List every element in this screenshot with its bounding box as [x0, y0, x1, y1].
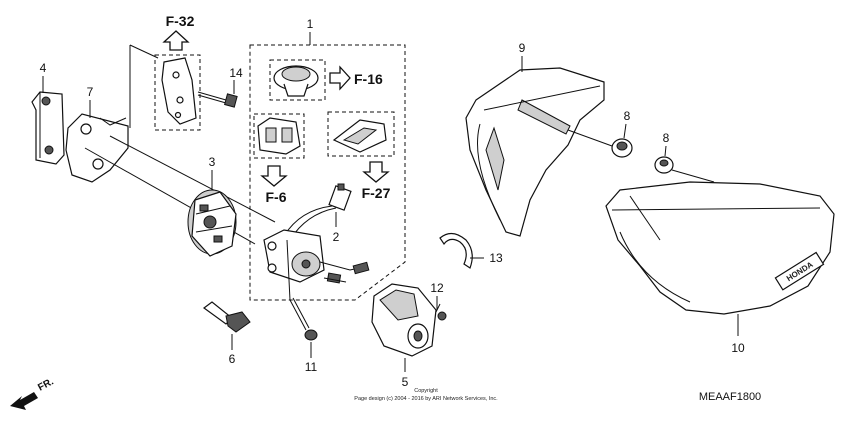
callout-5: 5	[402, 375, 409, 389]
callout-8a: 8	[624, 109, 631, 123]
callout-1: 1	[307, 17, 314, 31]
callout-10: 10	[731, 341, 745, 355]
callout-2: 2	[333, 230, 340, 244]
part-f32-bracket[interactable]	[161, 57, 197, 125]
arrow-up-icon	[162, 30, 190, 51]
arrow-down-icon-f27	[362, 161, 390, 183]
part-1-clip[interactable]	[332, 119, 387, 153]
part-14-bolt[interactable]	[197, 91, 238, 108]
callout-12: 12	[430, 281, 444, 295]
copyright-line-2: Page design (c) 2004 - 2016 by ARI Netwo…	[354, 396, 498, 402]
part-5-cover[interactable]	[371, 283, 437, 357]
part-1-coupler[interactable]	[257, 117, 301, 155]
part-4-stay[interactable]	[31, 91, 65, 165]
part-8-grommet-b[interactable]	[654, 156, 674, 174]
ref-f16[interactable]: F-16	[354, 71, 383, 87]
part-1-grommet[interactable]	[273, 65, 319, 97]
part-1-ignition-switch[interactable]	[263, 229, 370, 284]
part-9-inner-cover[interactable]	[465, 67, 605, 237]
callout-6: 6	[229, 352, 236, 366]
front-direction-label: FR.	[36, 376, 56, 393]
callout-8b: 8	[663, 131, 670, 145]
part-6-key[interactable]	[202, 301, 251, 333]
part-12-screw[interactable]	[435, 303, 447, 321]
ref-f32[interactable]: F-32	[166, 13, 195, 29]
callout-14: 14	[229, 66, 243, 80]
ref-f27[interactable]: F-27	[362, 185, 391, 201]
front-direction-arrow-icon	[10, 392, 38, 410]
part-10-side-cover[interactable]	[605, 181, 835, 315]
ref-f6[interactable]: F-6	[266, 189, 287, 205]
callout-11: 11	[305, 360, 318, 374]
callout-9: 9	[519, 41, 526, 55]
part-7-bracket-plate[interactable]	[65, 113, 129, 183]
part-13-clip[interactable]	[439, 232, 473, 269]
diagram-code: MEAAF1800	[699, 391, 761, 403]
callout-7: 7	[87, 85, 94, 99]
callout-4: 4	[40, 61, 47, 75]
part-8-grommet-a[interactable]	[611, 138, 633, 158]
group-box-part-1	[249, 44, 406, 301]
arrow-right-icon-f16	[329, 65, 351, 91]
part-3-switch-body[interactable]	[187, 189, 237, 257]
arrow-down-icon-f6	[260, 165, 288, 187]
callout-13: 13	[489, 251, 503, 265]
copyright-line-1: Copyright	[414, 388, 438, 394]
callout-3: 3	[209, 155, 216, 169]
group-box-bracket	[154, 54, 201, 131]
part-11-screw[interactable]	[289, 297, 318, 341]
